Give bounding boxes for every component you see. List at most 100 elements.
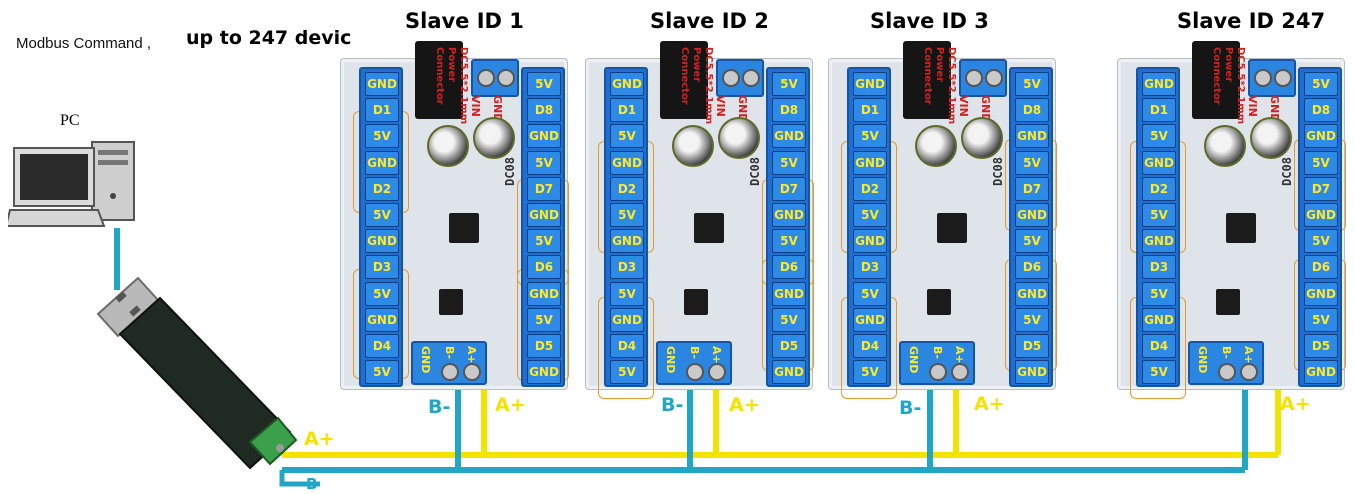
left-terminal-label: GND	[1142, 307, 1176, 332]
capacitor-icon	[1204, 125, 1246, 167]
right-terminal-label: D6	[772, 255, 806, 280]
dc-power-jack: DC5.5*2.1mm Power Connector	[415, 41, 469, 124]
power-gnd-label: GND	[979, 95, 992, 123]
rs485-gnd-label: GND	[1196, 346, 1209, 374]
left-terminal-label: D4	[610, 334, 644, 358]
left-terminal-label: D3	[610, 255, 644, 280]
right-terminal-label: 5V	[772, 72, 806, 96]
right-terminal-label: 5V	[1304, 307, 1338, 332]
chip-icon	[937, 213, 967, 243]
screw-icon	[708, 363, 726, 381]
left-terminal-label: GND	[610, 307, 644, 332]
capacitor-icon	[961, 117, 1003, 159]
left-terminal-label: 5V	[610, 281, 644, 306]
chip-icon	[1226, 213, 1256, 243]
left-terminal-label: 5V	[1142, 124, 1176, 149]
screw-icon	[1240, 363, 1258, 381]
right-terminal-label: D7	[772, 176, 806, 201]
right-terminal-label: 5V	[772, 229, 806, 254]
screw-icon	[686, 363, 704, 381]
dc-jack-label: DC5.5*2.1mm Power Connector	[1211, 47, 1246, 125]
left-terminal-label: GND	[853, 150, 887, 175]
slave-title-247: Slave ID 247	[1177, 9, 1326, 33]
bus-b-label-2: B-	[661, 394, 684, 416]
left-terminal-label: GND	[610, 229, 644, 254]
left-terminal-label: GND	[853, 72, 887, 96]
right-terminal-label: 5V	[1015, 150, 1049, 175]
chip-icon	[449, 213, 479, 243]
power-terminal	[959, 59, 1007, 97]
left-terminal-label: GND	[365, 229, 399, 254]
left-terminal-label: D2	[853, 176, 887, 201]
right-terminal-label: GND	[772, 360, 806, 385]
rs485-a-label: A+	[710, 346, 723, 364]
right-terminal-label: 5V	[772, 150, 806, 175]
left-terminal-label: D4	[365, 334, 399, 358]
usb-b-label: B	[306, 478, 318, 493]
left-terminal-label: D4	[853, 334, 887, 358]
screw-icon	[722, 69, 740, 87]
rs485-a-label: A+	[465, 346, 478, 364]
screw-icon	[477, 69, 495, 87]
left-terminal-label: D3	[365, 255, 399, 280]
screw-icon	[1274, 69, 1292, 87]
right-terminal-label: D6	[1304, 255, 1338, 280]
vin-label: VIN	[469, 95, 482, 117]
slave-title-2: Slave ID 2	[650, 9, 769, 33]
right-terminal-label: GND	[1015, 124, 1049, 149]
left-terminal-label: D3	[853, 255, 887, 280]
dc-jack-label: DC5.5*2.1mm Power Connector	[922, 47, 957, 125]
chip-icon	[684, 289, 708, 315]
left-terminal-label: D4	[1142, 334, 1176, 358]
right-terminal-label: 5V	[1304, 150, 1338, 175]
right-terminal-label: D6	[527, 255, 561, 280]
left-terminal-label: D2	[1142, 176, 1176, 201]
right-terminal-label: 5V	[527, 72, 561, 96]
slave-title-1: Slave ID 1	[405, 9, 524, 33]
right-terminal-label: GND	[527, 203, 561, 227]
rs485-a-label: A+	[1242, 346, 1255, 364]
dc-jack-label: DC5.5*2.1mm Power Connector	[434, 47, 469, 125]
screw-icon	[497, 69, 515, 87]
computer-icon	[8, 141, 135, 227]
chip-icon	[439, 289, 463, 315]
right-terminal-label: D6	[1015, 255, 1049, 280]
right-terminal-label: 5V	[527, 307, 561, 332]
right-terminal-label: GND	[1015, 281, 1049, 306]
rs485-terminal: GND B- A+	[1188, 341, 1264, 385]
right-terminal-label: D7	[1015, 176, 1049, 201]
left-terminal-label: GND	[365, 307, 399, 332]
right-terminal-label: D5	[772, 334, 806, 358]
left-terminal-label: 5V	[365, 360, 399, 385]
slave-title-3: Slave ID 3	[870, 9, 989, 33]
bus-a-label-1: A+	[495, 394, 526, 416]
left-terminal-label: GND	[610, 72, 644, 96]
left-terminal-label: GND	[853, 307, 887, 332]
left-terminal-label: D2	[365, 176, 399, 201]
left-terminal-label: GND	[1142, 72, 1176, 96]
left-terminal-label: 5V	[365, 281, 399, 306]
capacitor-icon	[1250, 117, 1292, 159]
board-model-text: DC08	[991, 157, 1005, 186]
right-terminal-label: D7	[1304, 176, 1338, 201]
power-terminal	[471, 59, 519, 97]
chip-icon	[927, 289, 951, 315]
right-terminal-label: 5V	[1015, 307, 1049, 332]
left-terminal-label: 5V	[610, 124, 644, 149]
left-terminal-label: 5V	[853, 360, 887, 385]
right-terminal-label: 5V	[1304, 72, 1338, 96]
power-terminal	[716, 59, 764, 97]
left-terminal-label: 5V	[1142, 203, 1176, 227]
right-terminal-label: D5	[1304, 334, 1338, 358]
rs485-terminal: GND B- A+	[656, 341, 732, 385]
screw-icon	[929, 363, 947, 381]
left-terminal-label: D2	[610, 176, 644, 201]
capacitor-icon	[915, 125, 957, 167]
right-terminal-label: 5V	[1015, 229, 1049, 254]
dc-power-jack: DC5.5*2.1mm Power Connector	[1192, 41, 1246, 124]
